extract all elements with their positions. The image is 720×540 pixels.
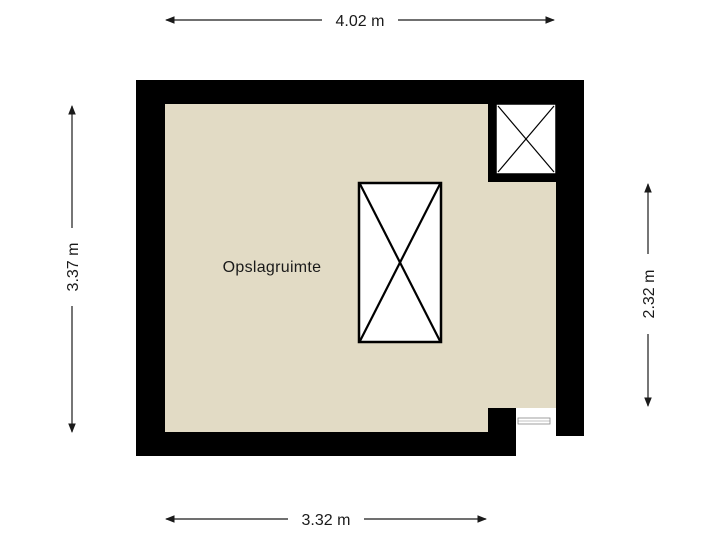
dimension-right: 2.32 m (641, 183, 658, 407)
dim-right-label: 2.32 m (641, 270, 658, 319)
dim-left-label: 3.37 m (65, 243, 82, 292)
dimension-bottom: 3.32 m (165, 512, 487, 529)
skylight-cross-line-b (359, 183, 441, 342)
room-name: Opslagruimte (223, 259, 322, 276)
dim-bottom-label: 3.32 m (302, 512, 351, 529)
dimension-left: 3.37 m (65, 105, 82, 433)
skylight (357, 181, 443, 344)
dim-top-label: 4.02 m (336, 13, 385, 30)
dimension-top: 4.02 m (165, 13, 555, 30)
shaft-cross-line-b (497, 105, 555, 173)
shaft (495, 103, 557, 175)
door-opening (516, 408, 556, 428)
